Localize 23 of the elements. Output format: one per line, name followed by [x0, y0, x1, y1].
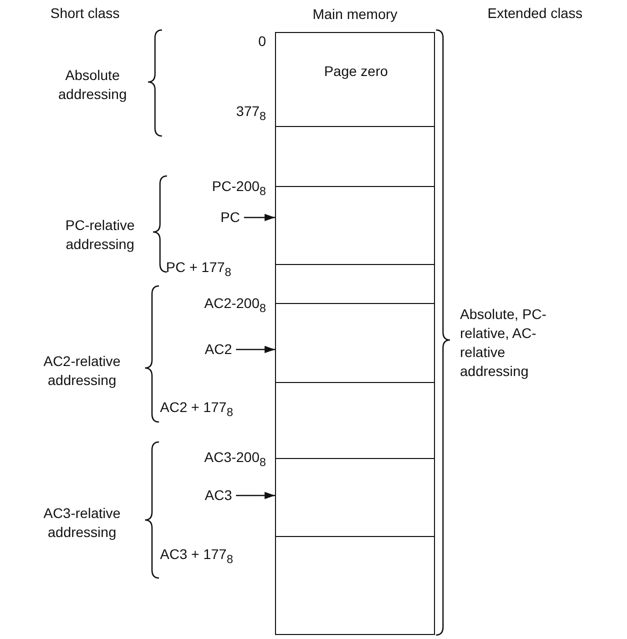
- pointer-label: AC3: [200, 487, 232, 504]
- addressing-mode-label: Absolute, PC-relative, AC-relative addressing: [460, 305, 548, 381]
- address-label: PC-200$_{8}$: [211, 177, 266, 200]
- address-label: AC2 + 177$_{8}$: [160, 398, 234, 421]
- address-label: AC3 + 177$_{8}$: [160, 545, 234, 568]
- addressing-mode-label: Absolute addressing: [57, 66, 128, 104]
- memory-heading: Main memory: [312, 6, 398, 23]
- addressing-mode-label: AC2-relative addressing: [42, 352, 122, 390]
- column-heading: Short class: [49, 4, 121, 23]
- arrow: [236, 346, 275, 354]
- addressing-mode-label: AC3-relative addressing: [42, 504, 122, 542]
- address-label: AC2-200$_{8}$: [203, 294, 266, 317]
- arrow: [244, 214, 275, 222]
- address-label: PC + 177$_{8}$: [166, 258, 232, 281]
- pointer-label: PC: [216, 209, 240, 226]
- column-heading: Extended class: [486, 4, 584, 23]
- address-label: AC3-200$_{8}$: [203, 448, 266, 471]
- arrow: [236, 492, 275, 500]
- address-label: 0: [257, 32, 266, 51]
- pointer-label: AC2: [200, 341, 232, 358]
- addressing-mode-label: PC-relative addressing: [64, 216, 136, 254]
- address-label: 377$_{8}$: [235, 102, 266, 125]
- memory-region-label: Page zero: [276, 63, 436, 80]
